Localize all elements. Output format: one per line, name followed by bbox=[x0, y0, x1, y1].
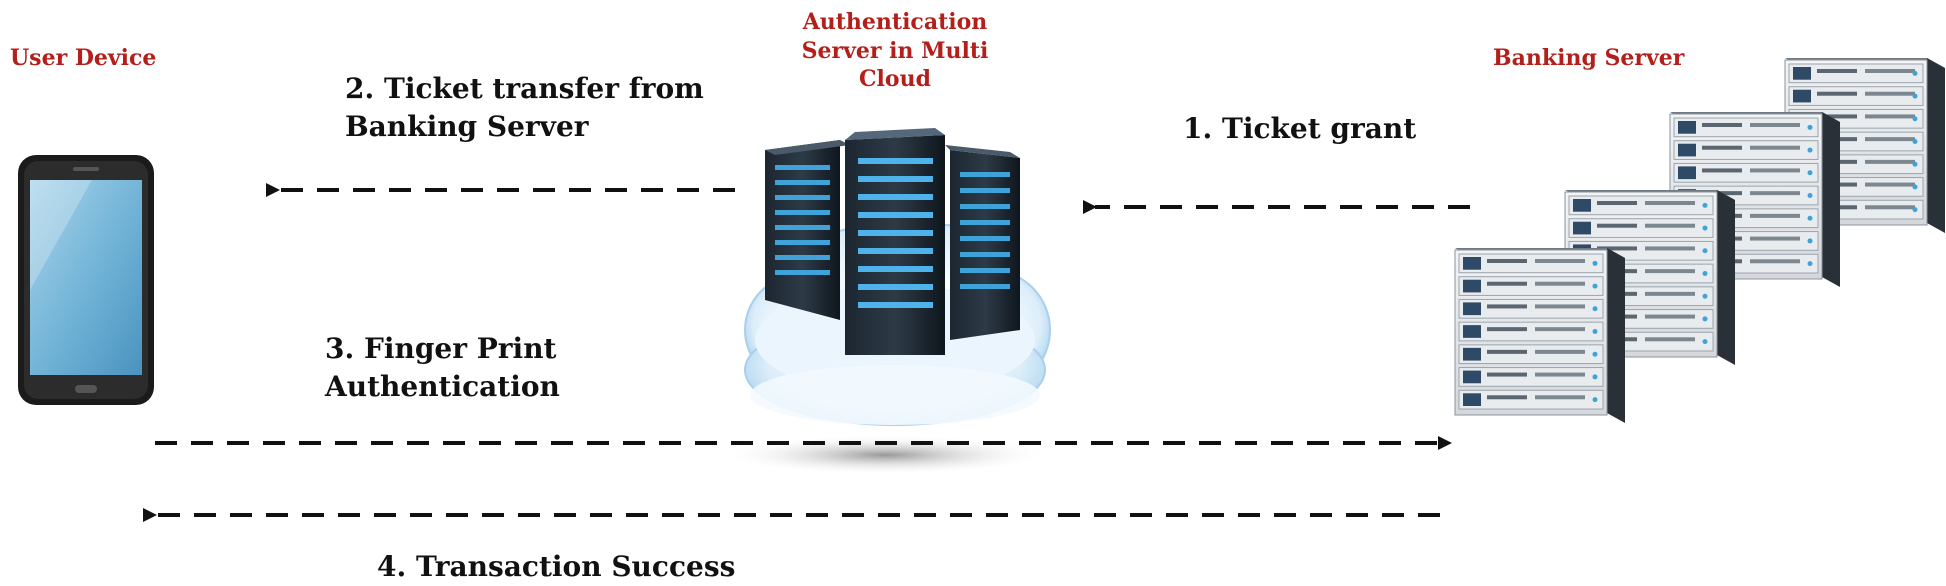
step-4-label: 4. Transaction Success bbox=[377, 550, 736, 583]
step-2-label-line-1: 2. Ticket transfer from bbox=[345, 72, 704, 105]
step-2-label-line-2: Banking Server bbox=[345, 109, 589, 143]
smartphone-icon bbox=[18, 155, 154, 405]
step-1-label: 1. Ticket grant bbox=[1183, 112, 1417, 145]
step-3-label-line-1: 3. Finger Print bbox=[325, 332, 557, 365]
step-3-label: 3. Finger Print Authentication bbox=[325, 330, 560, 406]
step-3-label-line-2: Authentication bbox=[325, 369, 560, 403]
banking-server-label: Banking Server bbox=[1493, 45, 1685, 71]
cloud-server-icon bbox=[720, 128, 1051, 475]
auth-server-label-line-1: Authentication bbox=[802, 9, 988, 35]
auth-server-label: Authentication Server in Multi Cloud bbox=[790, 8, 1000, 94]
auth-server-label-line-2: Server in Multi bbox=[801, 37, 989, 64]
user-device-label: User Device bbox=[10, 45, 157, 71]
step-2-label: 2. Ticket transfer from Banking Server bbox=[345, 70, 704, 146]
server-rack-icon bbox=[1454, 58, 1945, 423]
auth-server-label-line-3: Cloud bbox=[859, 66, 931, 93]
